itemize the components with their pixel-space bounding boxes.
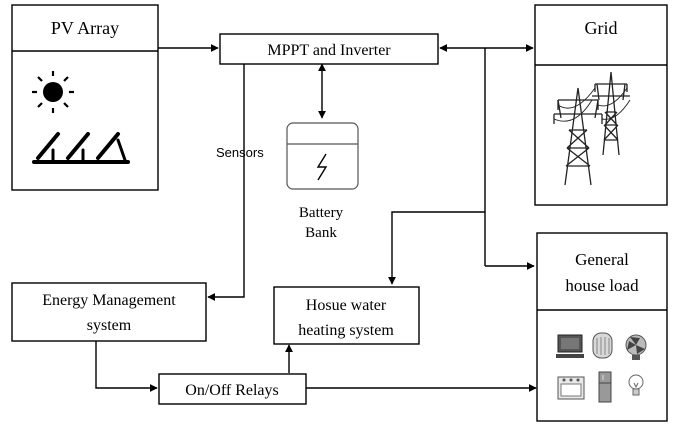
sensors-arrow (207, 64, 245, 301)
ems-label-line2: system (87, 317, 132, 334)
general-load-line2: house load (565, 276, 639, 295)
battery-label-line2: Bank (305, 225, 337, 241)
oven-icon (557, 376, 585, 400)
grid-title: Grid (585, 18, 618, 38)
mppt-label: MPPT and Inverter (267, 42, 391, 59)
pv-array-title: PV Array (51, 18, 119, 38)
general-load-block: General house load (536, 232, 668, 422)
connectors (95, 44, 537, 392)
relays-label: On/Off Relays (185, 382, 278, 399)
refrigerator-icon (598, 371, 612, 403)
solar-panel-icon (32, 132, 130, 164)
mppt-inverter-block: MPPT and Inverter (219, 33, 439, 65)
water-heating-line1: Hosue water (306, 297, 387, 314)
heater-icon (592, 332, 613, 359)
general-load-line1: General (575, 250, 629, 269)
computer-icon (556, 334, 584, 358)
light-bulb-icon (628, 374, 644, 396)
relays-block: On/Off Relays (158, 373, 307, 405)
lightning-bolt-icon (316, 153, 328, 181)
sun-icon (32, 71, 74, 113)
battery-bank-block: Battery Bank (286, 122, 359, 241)
pv-array-block: PV Array (11, 4, 159, 191)
battery-label-line1: Battery (299, 205, 344, 221)
water-heating-line2: heating system (298, 322, 394, 339)
bus-to-heating-arrow (388, 211, 485, 285)
transmission-tower-icon (553, 71, 631, 186)
fan-icon (625, 334, 647, 360)
sensors-label: Sensors (216, 145, 264, 160)
ems-label-line1: Energy Management (42, 292, 176, 309)
water-heating-block: Hosue water heating system (273, 286, 420, 345)
grid-block: Grid (534, 4, 668, 206)
energy-management-block: Energy Management system (11, 282, 207, 342)
ems-to-relays-arrow (95, 341, 158, 392)
